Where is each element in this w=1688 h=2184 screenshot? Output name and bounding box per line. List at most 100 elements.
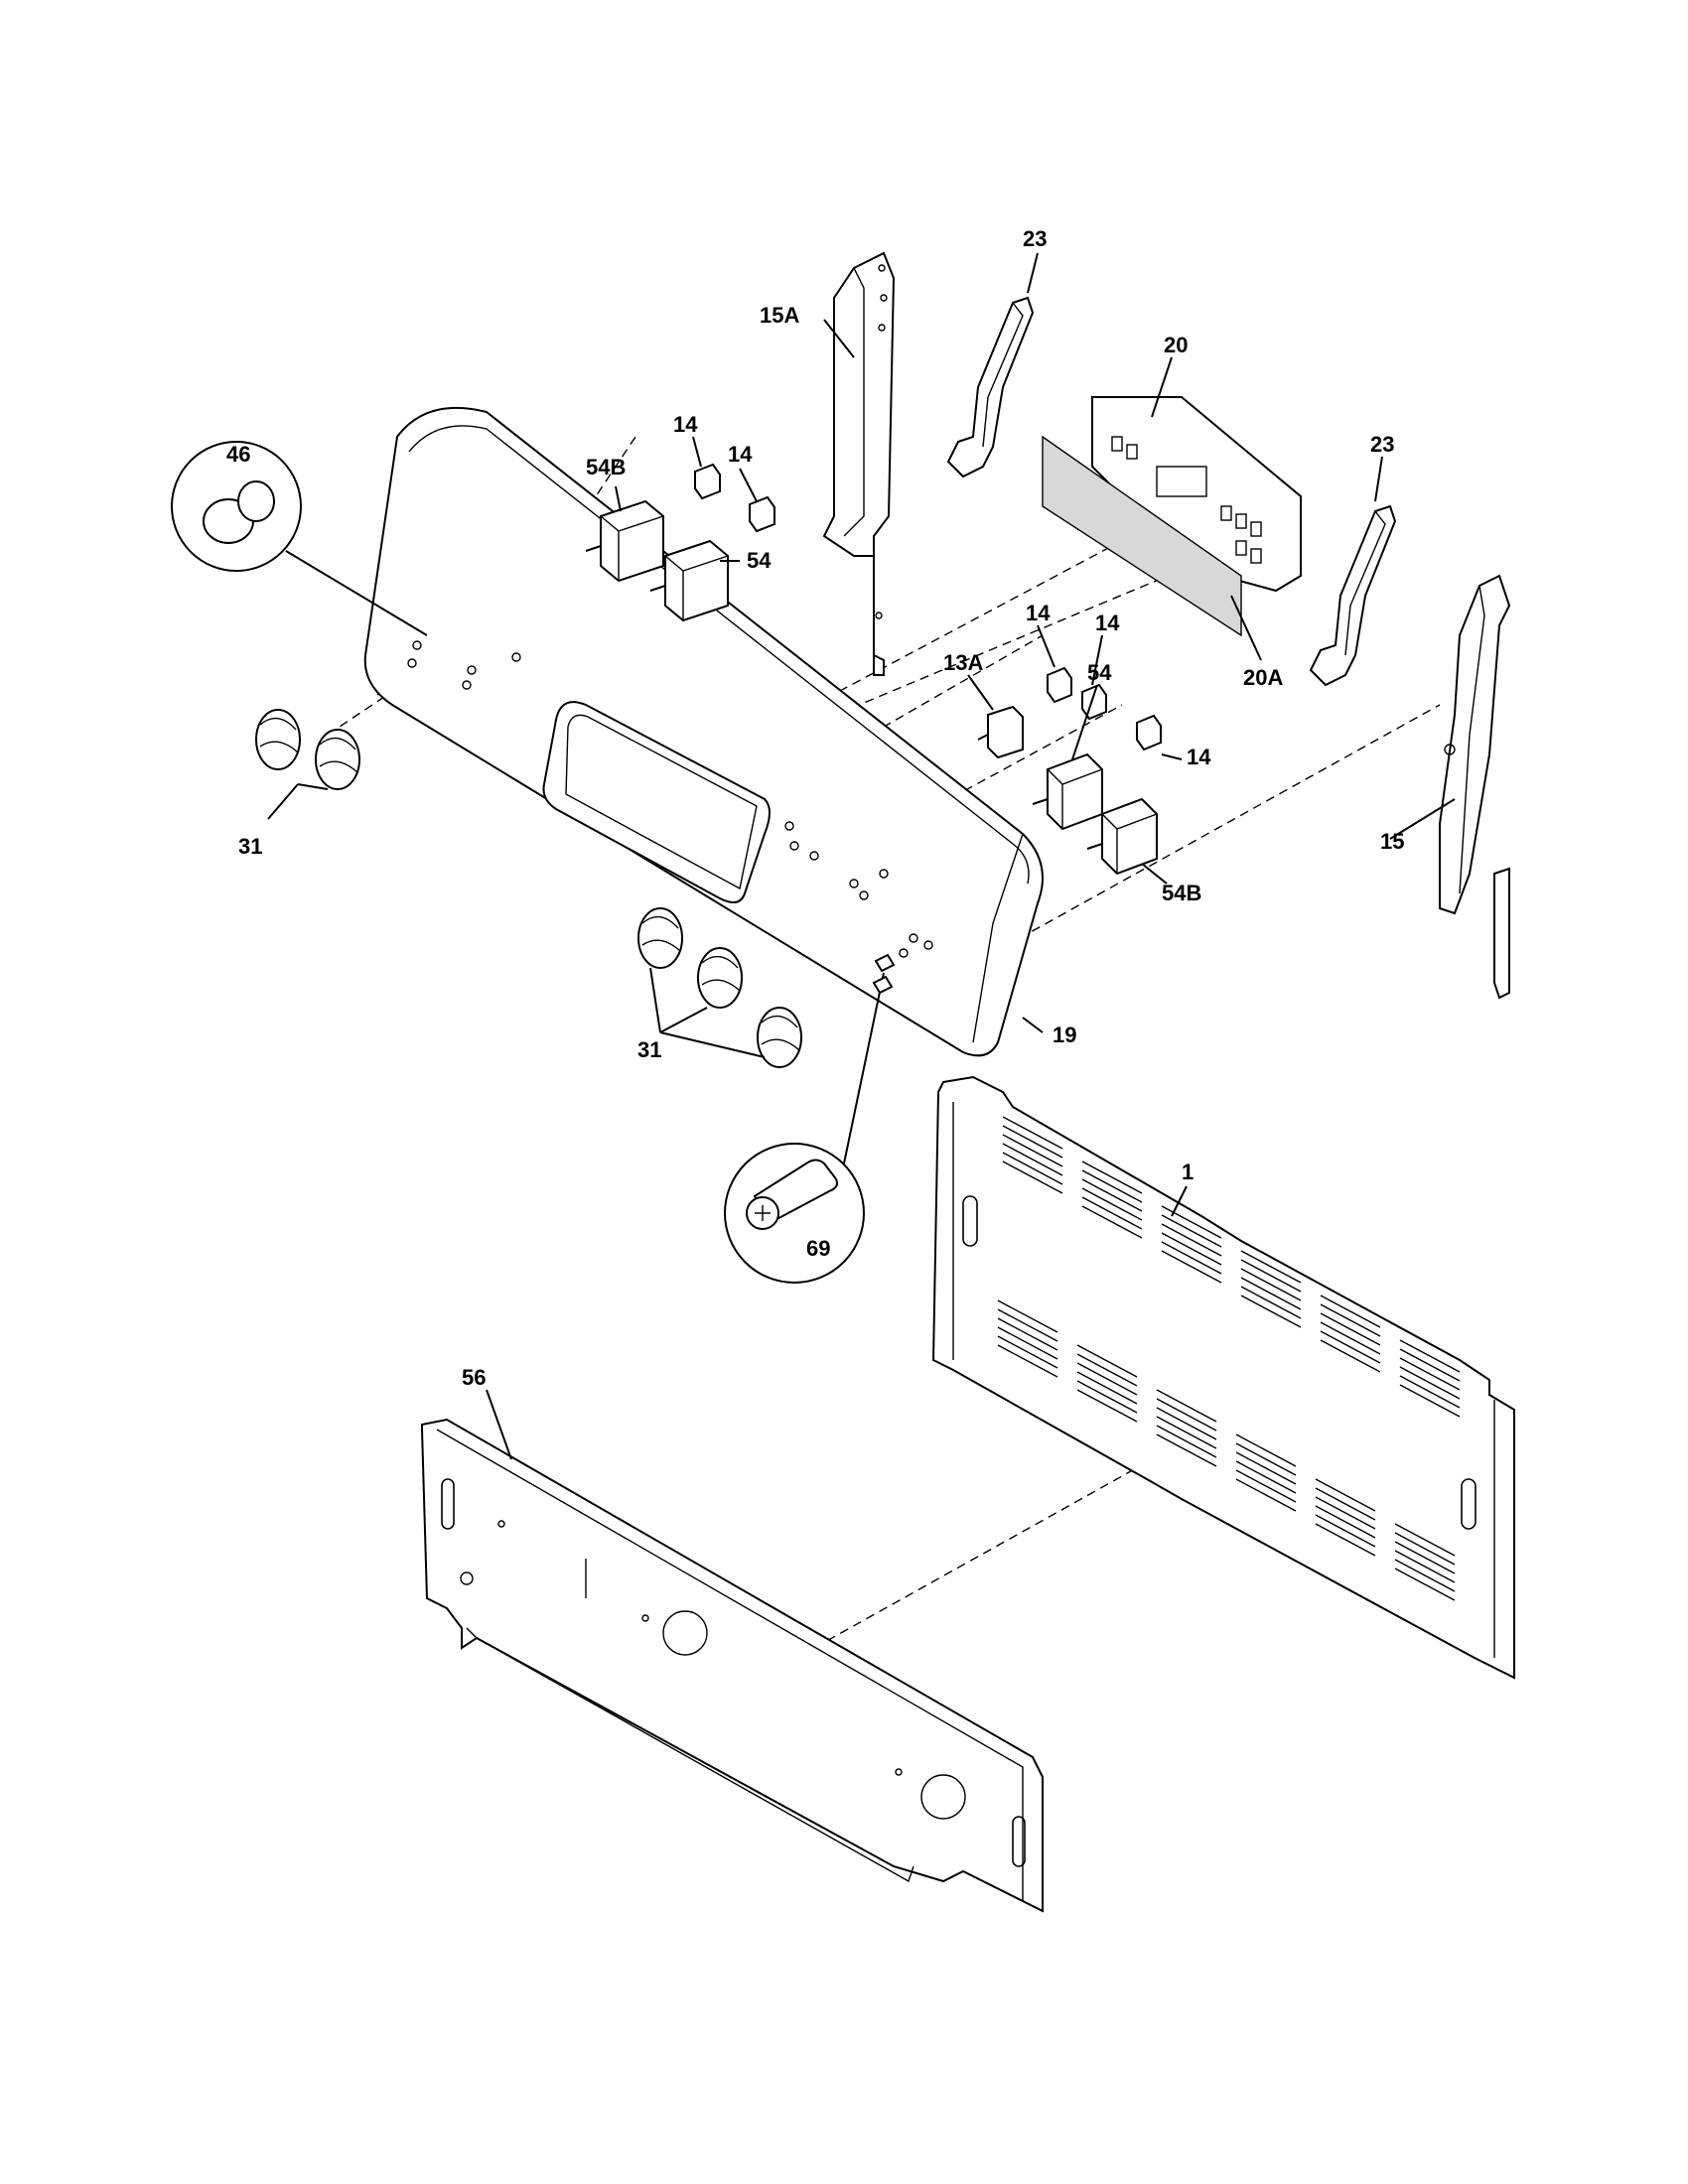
vent-slot [1394,1550,1456,1583]
lower-panel-56 [421,1418,1044,1913]
vent-slot [1399,1357,1461,1391]
label-54b-a: 54B [586,455,626,479]
label-69: 69 [806,1236,830,1261]
label-19: 19 [1053,1023,1076,1047]
switch-14-lower-c [1136,714,1162,751]
side-trim-15a [822,251,896,676]
vent-slot [1002,1152,1063,1185]
label-14-c: 14 [1026,601,1051,625]
vent-slot [1320,1312,1381,1346]
label-23-b: 23 [1370,432,1394,457]
board-connectors [1111,436,1262,564]
label-13a: 13A [943,650,983,675]
label-14-b: 14 [728,442,753,467]
label-15a: 15A [760,303,799,328]
vent-slot [1240,1268,1302,1301]
switch-14-lower-a [1047,666,1072,704]
vent-slot [1240,1250,1302,1284]
vent-slot [1320,1303,1381,1337]
vent-slot [1394,1559,1456,1592]
label-14-a: 14 [673,412,698,437]
label-14-d: 14 [1095,611,1120,635]
label-15: 15 [1380,829,1404,854]
vent-slot [1002,1143,1063,1176]
vent-slot [1081,1169,1143,1203]
control-panel-19 [363,406,1044,1057]
vent-slot [1315,1514,1376,1548]
vent-slot [1076,1371,1138,1405]
vent-slot [1235,1460,1297,1494]
label-14-e: 14 [1187,745,1211,769]
vent-slot [1156,1407,1217,1440]
callout-69 [724,953,896,1284]
vent-slot [1320,1295,1381,1328]
knob-31-left-b [315,729,360,790]
vent-slot [1235,1442,1297,1476]
label-20a: 20A [1243,665,1283,690]
back-panel-1 [931,1075,1515,1680]
vent-slot [1320,1330,1381,1364]
vent-slot [1161,1223,1222,1257]
vent-slot [1156,1416,1217,1449]
vent-slot [1161,1241,1222,1275]
vent-slot [1076,1389,1138,1423]
vent-slot [1002,1134,1063,1167]
label-56: 56 [462,1365,486,1390]
part-labels: 23 15A 20 23 46 14 14 54B 54 20A 14 14 1… [226,226,1404,1390]
vent-slot [1394,1523,1456,1557]
vent-slot [1399,1384,1461,1418]
label-31-b: 31 [637,1037,661,1062]
vent-slot [1399,1348,1461,1382]
vent-slot [1161,1214,1222,1248]
vent-slot [1315,1496,1376,1530]
knob-31-left-a [255,709,301,770]
vent-slot [1399,1366,1461,1400]
switch-14-upper-a [694,463,721,500]
vent-slot [1240,1295,1302,1328]
vent-slot [1315,1487,1376,1521]
vent-slot [997,1335,1058,1369]
vent-slot [1156,1425,1217,1458]
vent-slot [1399,1375,1461,1409]
vent-slot [1081,1196,1143,1230]
vent-slot [1081,1178,1143,1212]
vent-slot [997,1308,1058,1342]
vent-slot [1315,1505,1376,1539]
vent-slot [1076,1344,1138,1378]
vent-slot [1076,1362,1138,1396]
vent-slot [997,1344,1058,1378]
vent-slot [1161,1205,1222,1239]
label-23-a: 23 [1023,226,1047,251]
label-46: 46 [226,442,250,467]
vent-slot [1156,1398,1217,1432]
vent-slot [1315,1523,1376,1557]
callout-46 [171,441,428,636]
leader-lines [267,252,1456,1460]
vent-slot [1399,1339,1461,1373]
label-54-a: 54 [747,548,772,573]
vent-slot [1081,1160,1143,1194]
switch-54b-lower [1086,797,1158,876]
label-20: 20 [1164,333,1188,357]
control-board-20 [1042,396,1302,637]
vent-slot [1240,1259,1302,1293]
vent-slot [1315,1478,1376,1512]
panel-holes [407,640,933,958]
vent-slot [997,1317,1058,1351]
switch-54b-upper [585,499,664,583]
vent-slot [1002,1160,1063,1194]
vent-slot [1235,1451,1297,1485]
bracket-23-upper [946,296,1035,478]
vent-slot [997,1326,1058,1360]
switch-54-upper [649,539,729,622]
label-1: 1 [1182,1160,1194,1184]
switch-14-upper-b [749,495,775,533]
vent-slot [1002,1125,1063,1159]
vent-slot [1394,1541,1456,1574]
side-trim-15 [1439,574,1511,1000]
vent-slot [997,1299,1058,1333]
back-panel-vent-slots [997,1116,1461,1601]
label-31-a: 31 [238,834,262,859]
vent-slot [1240,1286,1302,1319]
